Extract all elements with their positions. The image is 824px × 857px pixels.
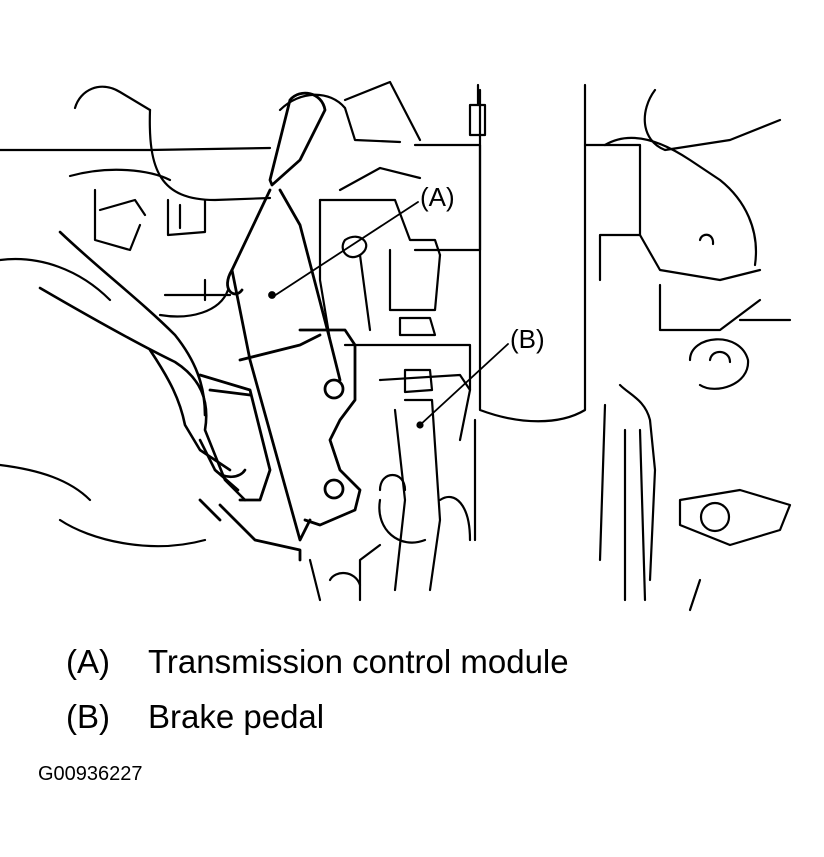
leader-line-b [419, 343, 509, 426]
technician-hand [38, 230, 247, 502]
transmission-control-module [198, 91, 362, 562]
callout-label-a: (A) [420, 182, 455, 212]
dashboard-contours [0, 80, 422, 548]
steering-column [413, 83, 587, 423]
legend-label: Brake pedal [148, 698, 325, 735]
callout-label-b: (B) [510, 324, 545, 354]
legend-row-a: (A) Transmission control module [66, 645, 569, 678]
legend-row-b: (B) Brake pedal [66, 700, 324, 733]
legend-key: (A) [66, 643, 110, 680]
callout-leaders [273, 201, 509, 426]
legend-key: (B) [66, 698, 110, 735]
figure-id: G00936227 [38, 763, 143, 785]
legend-label: Transmission control module [148, 643, 569, 680]
vehicle-interior-line-drawing [0, 80, 792, 612]
leader-line-a [273, 201, 419, 297]
right-bracket-structure [308, 88, 792, 612]
brake-pedal-assembly [318, 198, 477, 602]
